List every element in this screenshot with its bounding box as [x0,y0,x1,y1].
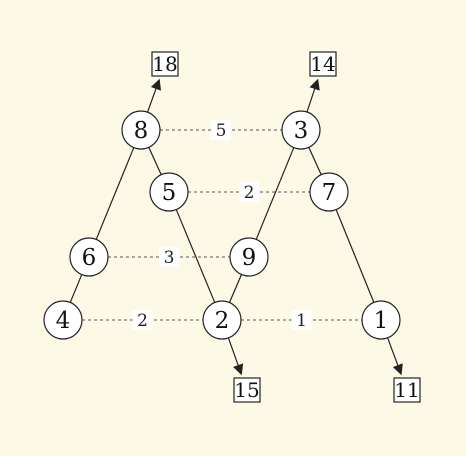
box-rect [151,51,179,77]
weight-label-bg [159,247,179,267]
node-label: 5 [162,180,177,206]
edges-layer [69,147,375,303]
node-circle [229,237,269,277]
box-rect [393,377,421,403]
edge-n6-n8 [95,147,135,240]
box-rect [233,377,261,403]
box-rect [309,51,337,77]
node-6: 6 [69,237,109,277]
node-2: 2 [202,300,242,340]
arrows-layer [146,78,403,376]
node-circle [309,172,349,212]
box-18: 18 [151,51,179,77]
box-label: 15 [234,378,259,402]
weight-label: 2 [244,183,255,203]
edge-n8-n5 [148,147,162,175]
node-8: 8 [121,110,161,150]
node-label: 4 [56,308,71,334]
node-label: 3 [294,118,309,144]
edge-n2-n9 [228,274,243,303]
box-label: 14 [310,52,335,76]
weight-label: 5 [216,121,227,141]
edge-n5-n2 [175,209,216,303]
arrow-n3-b14 [306,78,320,113]
node-9: 9 [229,237,269,277]
weight-label-bg [239,182,259,202]
weight-label-bg [211,120,231,140]
node-circle [69,237,109,277]
node-label: 8 [134,118,149,144]
nodes-layer: 8 3 5 7 6 9 4 2 1 [43,110,401,340]
weight-label: 1 [296,311,307,331]
arrow-n1-b11 [387,337,403,376]
weight-label: 2 [137,311,148,331]
edge-n4-n6 [69,274,83,303]
dashed-links-layer [82,129,362,321]
edge-n3-n7 [308,147,322,175]
node-label: 7 [322,180,337,206]
weight-label-bg [132,310,153,330]
node-circle [281,110,321,150]
edge-n7-n1 [335,209,375,303]
box-15: 15 [233,377,261,403]
weight-label: 3 [164,248,175,268]
box-label: 18 [152,52,177,76]
box-14: 14 [309,51,337,77]
edge-n9-n3 [255,147,295,240]
node-7: 7 [309,172,349,212]
weight-labels-layer: 5 2 3 2 1 [132,120,312,331]
node-circle [361,300,401,340]
arrow-n8-b18 [146,78,162,113]
node-circle [149,172,189,212]
node-label: 1 [374,308,389,334]
arrow-n2-b15 [227,337,244,376]
box-label: 11 [394,378,419,402]
node-label: 2 [215,308,230,334]
node-3: 3 [281,110,321,150]
node-4: 4 [43,300,83,340]
node-circle [121,110,161,150]
node-1: 1 [361,300,401,340]
node-5: 5 [149,172,189,212]
node-circle [43,300,83,340]
weight-label-bg [291,310,312,330]
node-label: 9 [242,245,257,271]
box-11: 11 [393,377,421,403]
node-circle [202,300,242,340]
node-label: 6 [82,245,97,271]
